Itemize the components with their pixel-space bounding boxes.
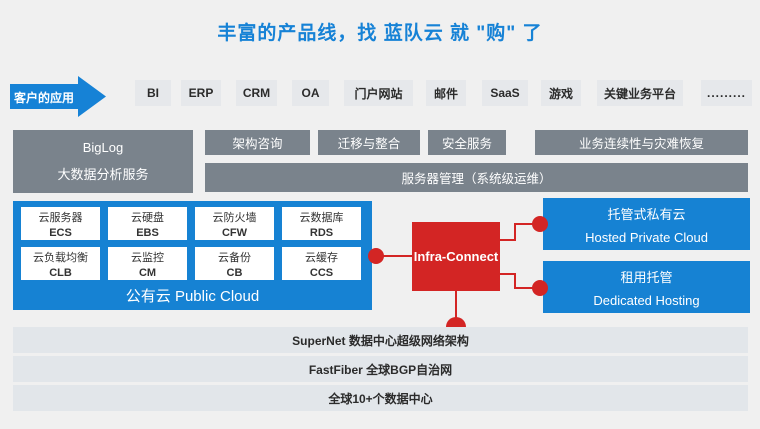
service-box-business-continuity: 业务连续性与灾难恢复 xyxy=(535,130,748,155)
app-chip-key-business: 关键业务平台 xyxy=(597,80,683,106)
public-cloud-label: 公有云 Public Cloud xyxy=(125,288,260,305)
network-bar-fastfiber: FastFiber 全球BGP自治网 xyxy=(13,356,748,382)
app-chip-mail: 邮件 xyxy=(426,80,466,106)
cell-name: 云负载均衡 xyxy=(33,251,88,264)
app-chip-saas: SaaS xyxy=(482,80,528,106)
biglog-subtitle: 大数据分析服务 xyxy=(57,167,149,182)
connector-dome-icon xyxy=(446,317,466,327)
app-chip-more: ......... xyxy=(701,80,752,106)
customer-apps-label: 客户的应用 xyxy=(13,90,74,105)
network-bar-supernet: SuperNet 数据中心超级网络架构 xyxy=(13,327,748,353)
app-chip-crm: CRM xyxy=(236,80,277,106)
cell-name: 云监控 xyxy=(131,251,164,264)
cell-code: CFW xyxy=(221,226,248,239)
cell-name: 云备份 xyxy=(218,251,251,264)
cell-code: CLB xyxy=(49,266,72,279)
cloud-cell-clb: 云负载均衡 CLB xyxy=(21,247,100,280)
cell-code: EBS xyxy=(136,226,159,239)
cloud-cell-rds: 云数据库 RDS xyxy=(282,207,361,240)
cell-code: CB xyxy=(226,266,243,279)
service-box-migration-integration: 迁移与整合 xyxy=(318,130,420,155)
app-chip-game: 游戏 xyxy=(541,80,581,106)
app-chip-oa: OA xyxy=(292,80,329,106)
public-cloud-box: 云服务器 ECS 云硬盘 EBS 云防火墙 CFW 云数据库 RDS 云负载均衡… xyxy=(13,201,372,310)
cloud-cell-ebs: 云硬盘 EBS xyxy=(108,207,187,240)
cell-name: 云数据库 xyxy=(299,211,344,224)
service-box-architecture-consulting: 架构咨询 xyxy=(205,130,310,155)
customer-apps-arrow: 客户的应用 xyxy=(10,76,106,117)
cell-code: CM xyxy=(138,266,157,279)
cloud-cell-cb: 云备份 CB xyxy=(195,247,274,280)
cell-name: 云防火墙 xyxy=(212,211,257,224)
biglog-title: BigLog xyxy=(82,140,124,155)
cloud-cell-cfw: 云防火墙 CFW xyxy=(195,207,274,240)
cell-code: ECS xyxy=(49,226,72,239)
biglog-box: BigLog 大数据分析服务 xyxy=(13,130,193,193)
cell-name: 云缓存 xyxy=(305,251,338,264)
dedicated-hosting-en: Dedicated Hosting xyxy=(593,292,700,308)
cloud-cell-ccs: 云缓存 CCS xyxy=(282,247,361,280)
infra-connect-box: Infra-Connect xyxy=(412,222,500,291)
app-chip-portal: 门户网站 xyxy=(344,80,413,106)
network-bar-datacenters: 全球10+个数据中心 xyxy=(13,385,748,411)
hosted-private-cloud-box: 托管式私有云 Hosted Private Cloud xyxy=(543,198,750,250)
hosted-private-cloud-cn: 托管式私有云 xyxy=(607,206,686,222)
cell-name: 云硬盘 xyxy=(131,211,164,224)
page-title: 丰富的产品线，找 蓝队云 就 "购" 了 xyxy=(217,23,543,44)
service-box-server-management: 服务器管理（系统级运维） xyxy=(205,163,748,192)
right-arrow-icon xyxy=(10,76,106,117)
cell-code: CCS xyxy=(309,266,334,279)
dedicated-hosting-box: 租用托管 Dedicated Hosting xyxy=(543,261,750,313)
cell-code: RDS xyxy=(309,226,334,239)
cell-name: 云服务器 xyxy=(38,211,83,224)
service-box-security: 安全服务 xyxy=(428,130,506,155)
cloud-cell-ecs: 云服务器 ECS xyxy=(21,207,100,240)
dedicated-hosting-cn: 租用托管 xyxy=(620,269,673,285)
hosted-private-cloud-en: Hosted Private Cloud xyxy=(585,229,708,245)
app-chip-erp: ERP xyxy=(181,80,221,106)
cloud-cell-cm: 云监控 CM xyxy=(108,247,187,280)
app-chip-bi: BI xyxy=(135,80,171,106)
